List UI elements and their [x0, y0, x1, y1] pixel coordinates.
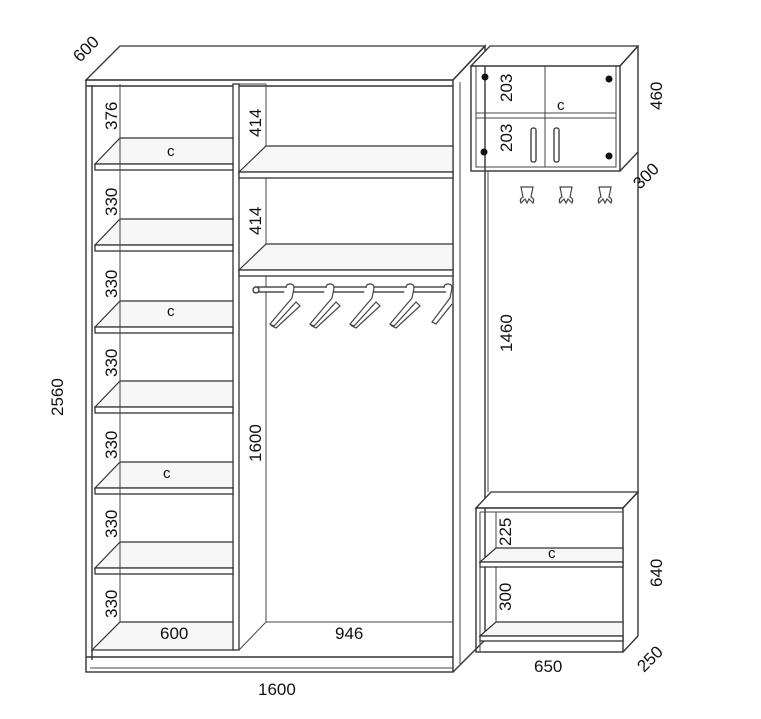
wall-cabinet	[469, 45, 640, 172]
cabinet-gap-label: 203	[497, 74, 516, 102]
left-gap-label: 330	[102, 188, 121, 216]
shelf-mark: c	[163, 465, 171, 482]
shelf-mark: c	[167, 303, 175, 320]
left-gap-label: 376	[102, 102, 121, 130]
bench-mark: c	[548, 545, 556, 562]
door-handle	[530, 127, 537, 163]
wardrobe	[84, 44, 487, 673]
hook-icon	[558, 186, 574, 205]
wardrobe-front-frame	[85, 79, 454, 673]
hinge-dot	[605, 152, 613, 160]
wardrobe-width-label: 1600	[258, 680, 296, 699]
hanger-icon	[269, 283, 301, 329]
hanger-icon	[431, 283, 453, 325]
wardrobe-height-label: 2560	[48, 378, 67, 416]
left-gap-label: 330	[102, 349, 121, 377]
hanging-rail	[252, 283, 453, 329]
coat-hooks	[519, 186, 613, 205]
left-gap-label: 330	[102, 510, 121, 538]
wardrobe-depth-label: 600	[69, 32, 102, 65]
left-gap-label: 330	[102, 270, 121, 298]
right-shelves	[237, 84, 454, 623]
wall-panel	[487, 152, 639, 492]
wardrobe-right-side	[452, 44, 486, 673]
hinge-dot	[481, 73, 489, 81]
cabinet-mark: c	[557, 97, 565, 114]
bench	[474, 491, 640, 653]
cabinet-gap-label: 203	[497, 124, 516, 152]
door-handle	[553, 127, 560, 163]
hinge-dot	[480, 148, 488, 156]
right-gap-label: 414	[246, 109, 265, 137]
wardrobe-top-panel	[84, 45, 487, 81]
hanging-height-label: 1600	[246, 424, 265, 462]
bench-gap-label: 225	[496, 518, 515, 546]
bench-width-label: 650	[534, 657, 562, 676]
hook-icon	[597, 186, 613, 205]
panel-height-label: 1460	[497, 314, 516, 352]
hanger-icon	[389, 283, 421, 329]
bench-depth-label: 250	[633, 642, 666, 675]
left-gap-label: 330	[102, 590, 121, 618]
hanger-icon	[349, 283, 381, 329]
shelf-mark: c	[167, 143, 175, 160]
bench-gap-label: 300	[496, 583, 515, 611]
left-width-label: 600	[160, 624, 188, 643]
left-shelves	[90, 84, 234, 651]
hanger-icon	[309, 283, 341, 329]
hook-icon	[519, 186, 535, 205]
left-gap-label: 330	[102, 431, 121, 459]
hinge-dot	[605, 75, 613, 83]
bench-height-label: 640	[647, 559, 666, 587]
cabinet-height-label: 460	[647, 82, 666, 110]
right-width-label: 946	[335, 624, 363, 643]
center-divider	[232, 83, 240, 651]
cabinet-depth-label: 300	[629, 159, 662, 192]
right-gap-label: 414	[246, 207, 265, 235]
